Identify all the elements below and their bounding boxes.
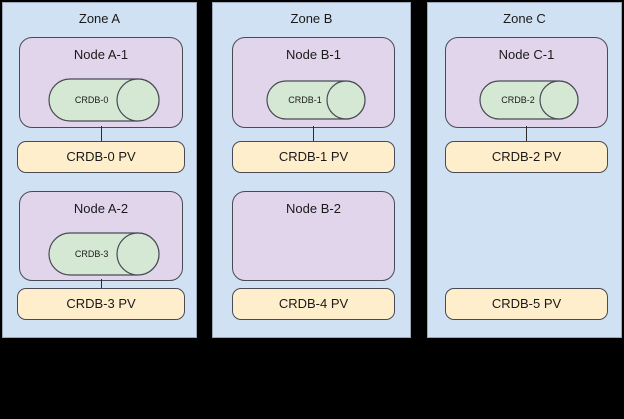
pv-crdb-4[interactable]: CRDB-4 PV bbox=[232, 288, 395, 320]
zone-c-title: Zone C bbox=[503, 11, 546, 26]
connector-node-a-2-to-crdb-3-pv bbox=[101, 279, 102, 293]
pv-crdb-1-label: CRDB-1 PV bbox=[278, 149, 349, 164]
node-b-2[interactable]: Node B-2 bbox=[232, 191, 395, 281]
node-a-2-title: Node A-2 bbox=[73, 201, 129, 216]
zone-a: Zone A Node A-1 CRDB-0 CRDB-0 PV Node A-… bbox=[2, 2, 197, 338]
database-cylinder-crdb-0[interactable]: CRDB-0 bbox=[48, 78, 160, 122]
pv-crdb-4-label: CRDB-4 PV bbox=[278, 296, 349, 311]
database-cylinder-crdb-1[interactable]: CRDB-1 bbox=[266, 80, 366, 120]
pv-crdb-5[interactable]: CRDB-5 PV bbox=[445, 288, 608, 320]
pv-crdb-2[interactable]: CRDB-2 PV bbox=[445, 141, 608, 173]
node-a-1[interactable]: Node A-1 CRDB-0 bbox=[19, 37, 183, 128]
pv-crdb-5-label: CRDB-5 PV bbox=[491, 296, 562, 311]
pv-crdb-3-label: CRDB-3 PV bbox=[66, 296, 136, 311]
node-c-1-title: Node C-1 bbox=[498, 47, 555, 62]
node-a-1-title: Node A-1 bbox=[73, 47, 129, 62]
pv-crdb-0[interactable]: CRDB-0 PV bbox=[17, 141, 185, 173]
zone-c: Zone C Node C-1 CRDB-2 CRDB-2 PV CRDB-5 … bbox=[427, 2, 622, 338]
node-b-1-title: Node B-1 bbox=[286, 47, 341, 62]
node-a-2[interactable]: Node A-2 CRDB-3 bbox=[19, 191, 183, 281]
pv-crdb-0-label: CRDB-0 PV bbox=[66, 149, 136, 164]
node-b-2-title: Node B-2 bbox=[286, 201, 341, 216]
zone-b-title: Zone B bbox=[290, 11, 333, 26]
connector-node-a-1-to-crdb-0-pv bbox=[101, 126, 102, 142]
pv-crdb-3[interactable]: CRDB-3 PV bbox=[17, 288, 185, 320]
database-cylinder-crdb-3[interactable]: CRDB-3 bbox=[48, 232, 160, 276]
node-c-1[interactable]: Node C-1 CRDB-2 bbox=[445, 37, 608, 128]
node-b-1[interactable]: Node B-1 CRDB-1 bbox=[232, 37, 395, 128]
pv-crdb-1[interactable]: CRDB-1 PV bbox=[232, 141, 395, 173]
pv-crdb-2-label: CRDB-2 PV bbox=[491, 149, 562, 164]
database-cylinder-crdb-2[interactable]: CRDB-2 bbox=[479, 80, 579, 120]
zone-b: Zone B Node B-1 CRDB-1 CRDB-1 PV Node B-… bbox=[212, 2, 411, 338]
connector-node-b-1-to-crdb-1-pv bbox=[313, 126, 314, 142]
connector-node-c-1-to-crdb-2-pv bbox=[526, 126, 527, 142]
zone-a-title: Zone A bbox=[78, 11, 121, 26]
